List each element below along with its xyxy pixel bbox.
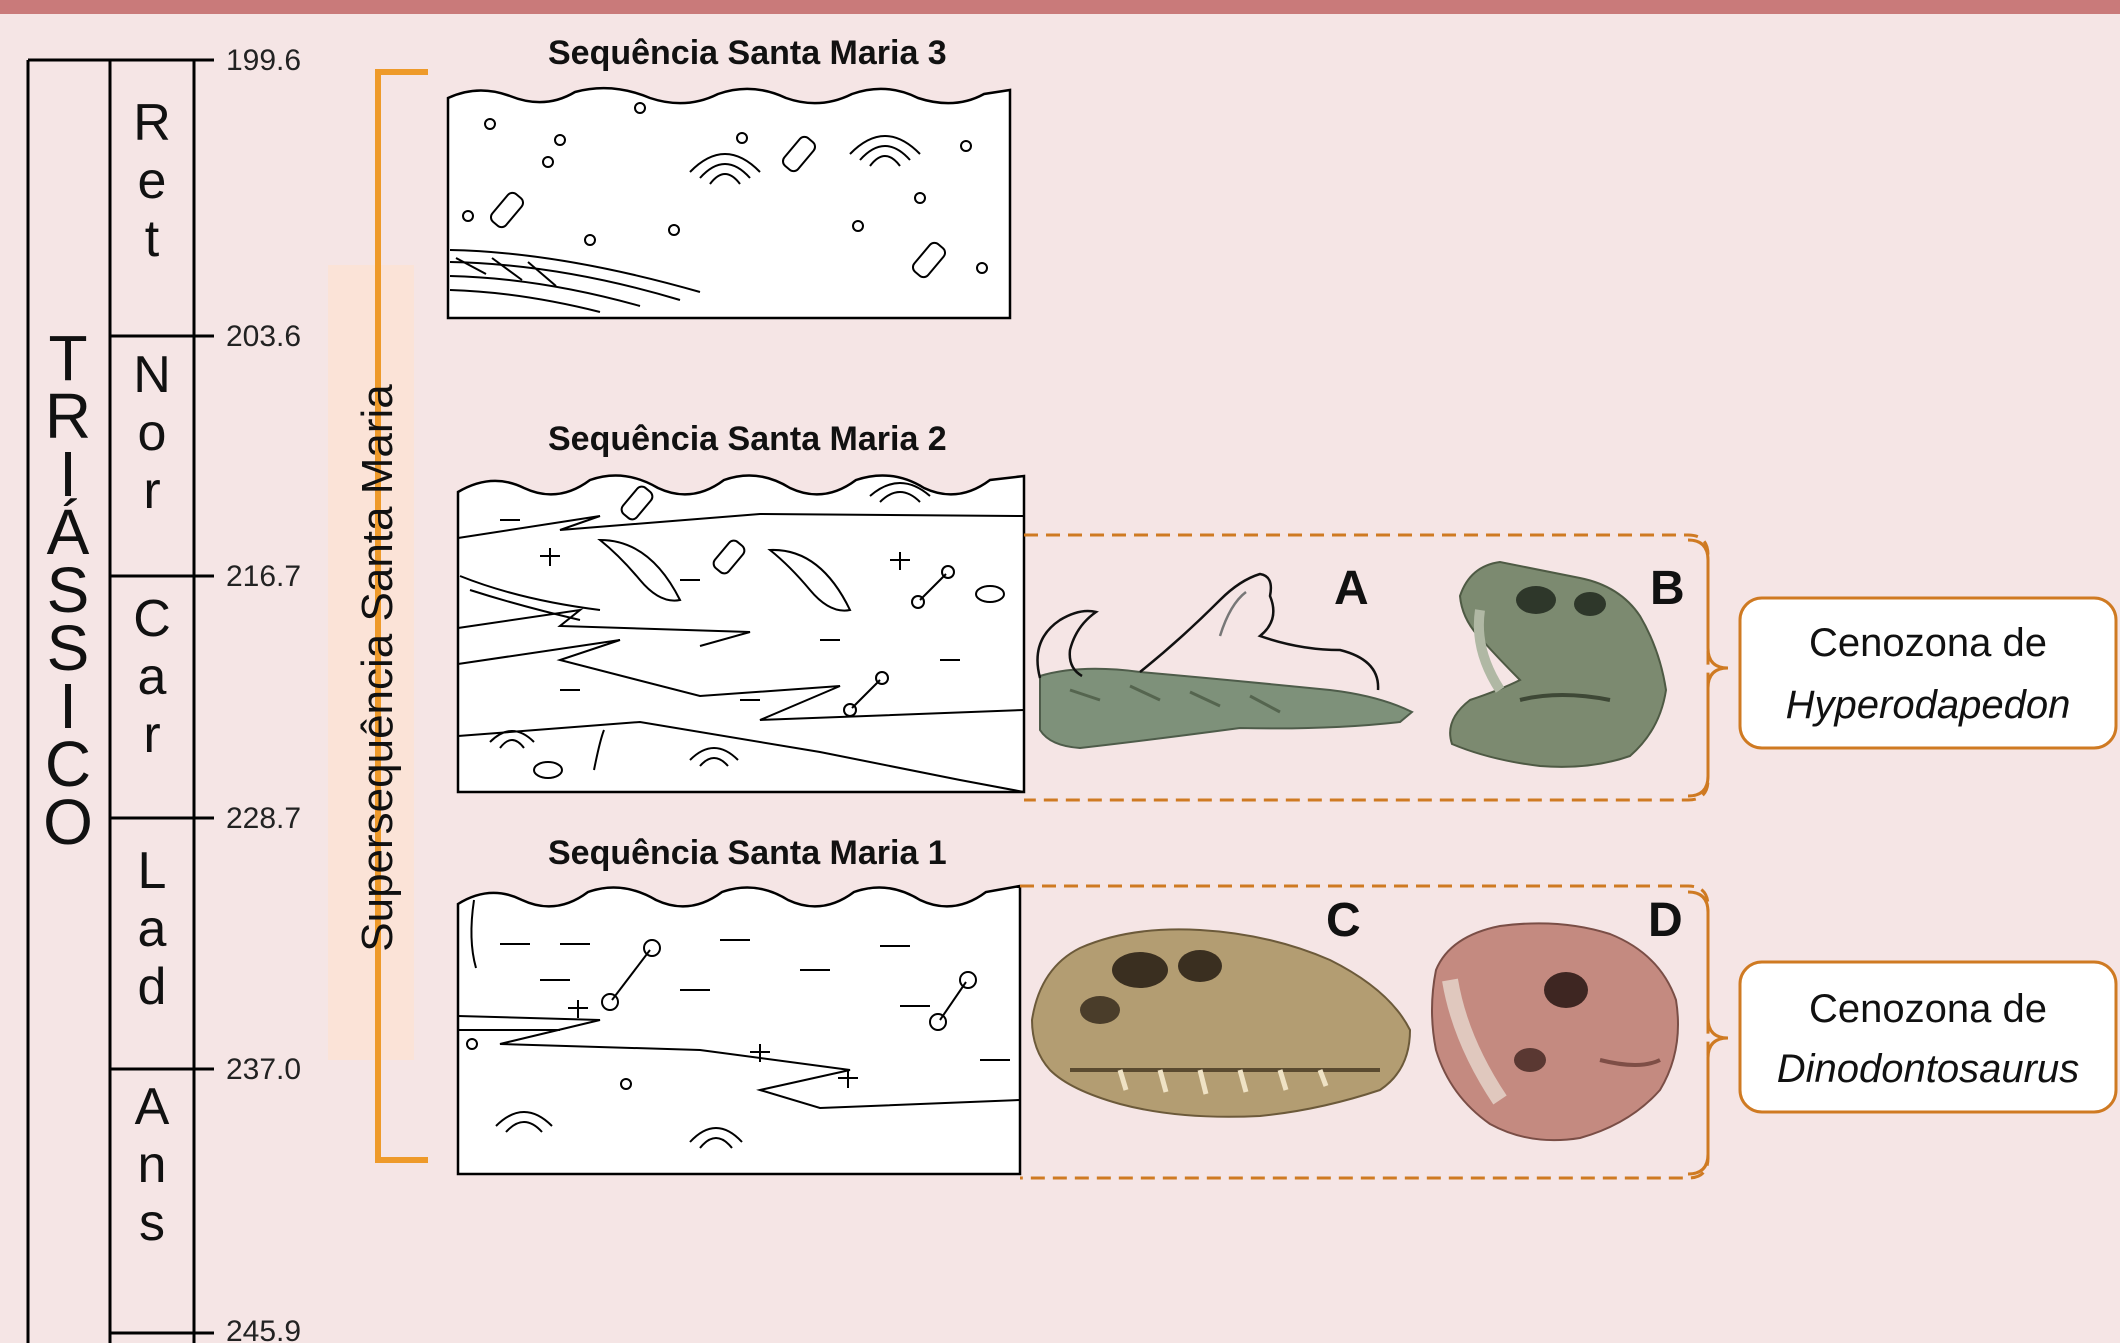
age-label: 228.7 bbox=[226, 802, 301, 835]
age-label: 199.6 bbox=[226, 44, 301, 77]
specimen-c-image bbox=[1032, 929, 1410, 1116]
time-scale bbox=[28, 60, 214, 1343]
age-label: 237.0 bbox=[226, 1053, 301, 1086]
age-label: 203.6 bbox=[226, 320, 301, 353]
age-label: 245.9 bbox=[226, 1315, 301, 1343]
specimen-c-label: C bbox=[1326, 894, 1361, 947]
specimen-a-label: A bbox=[1334, 562, 1369, 615]
cenozone-dinodontosaurus-line1: Cenozona de bbox=[1809, 987, 2047, 1031]
sequence-2-title: Sequência Santa Maria 2 bbox=[548, 420, 947, 458]
top-band bbox=[0, 0, 2120, 14]
sequence-2-column bbox=[458, 476, 1024, 793]
specimen-d-image bbox=[1432, 923, 1678, 1140]
sequence-3-title: Sequência Santa Maria 3 bbox=[548, 34, 947, 72]
supersequence-label: Supersequência Santa Maria bbox=[353, 384, 402, 952]
specimen-b-label: B bbox=[1650, 562, 1685, 615]
age-label: 216.7 bbox=[226, 560, 301, 593]
sequence-1-column bbox=[458, 886, 1020, 1174]
cenozone-hyperodapedon-line1: Cenozona de bbox=[1809, 621, 2047, 665]
specimen-b-image bbox=[1450, 562, 1666, 767]
sequence-1-title: Sequência Santa Maria 1 bbox=[548, 834, 947, 872]
cenozone-hyperodapedon-line2: Hyperodapedon bbox=[1786, 683, 2071, 727]
cenozone-dinodontosaurus-line2: Dinodontosaurus bbox=[1777, 1047, 2079, 1091]
cenozone-brace-upper bbox=[1688, 540, 1728, 796]
specimen-d-label: D bbox=[1648, 894, 1683, 947]
sequence-3-column bbox=[448, 88, 1010, 318]
